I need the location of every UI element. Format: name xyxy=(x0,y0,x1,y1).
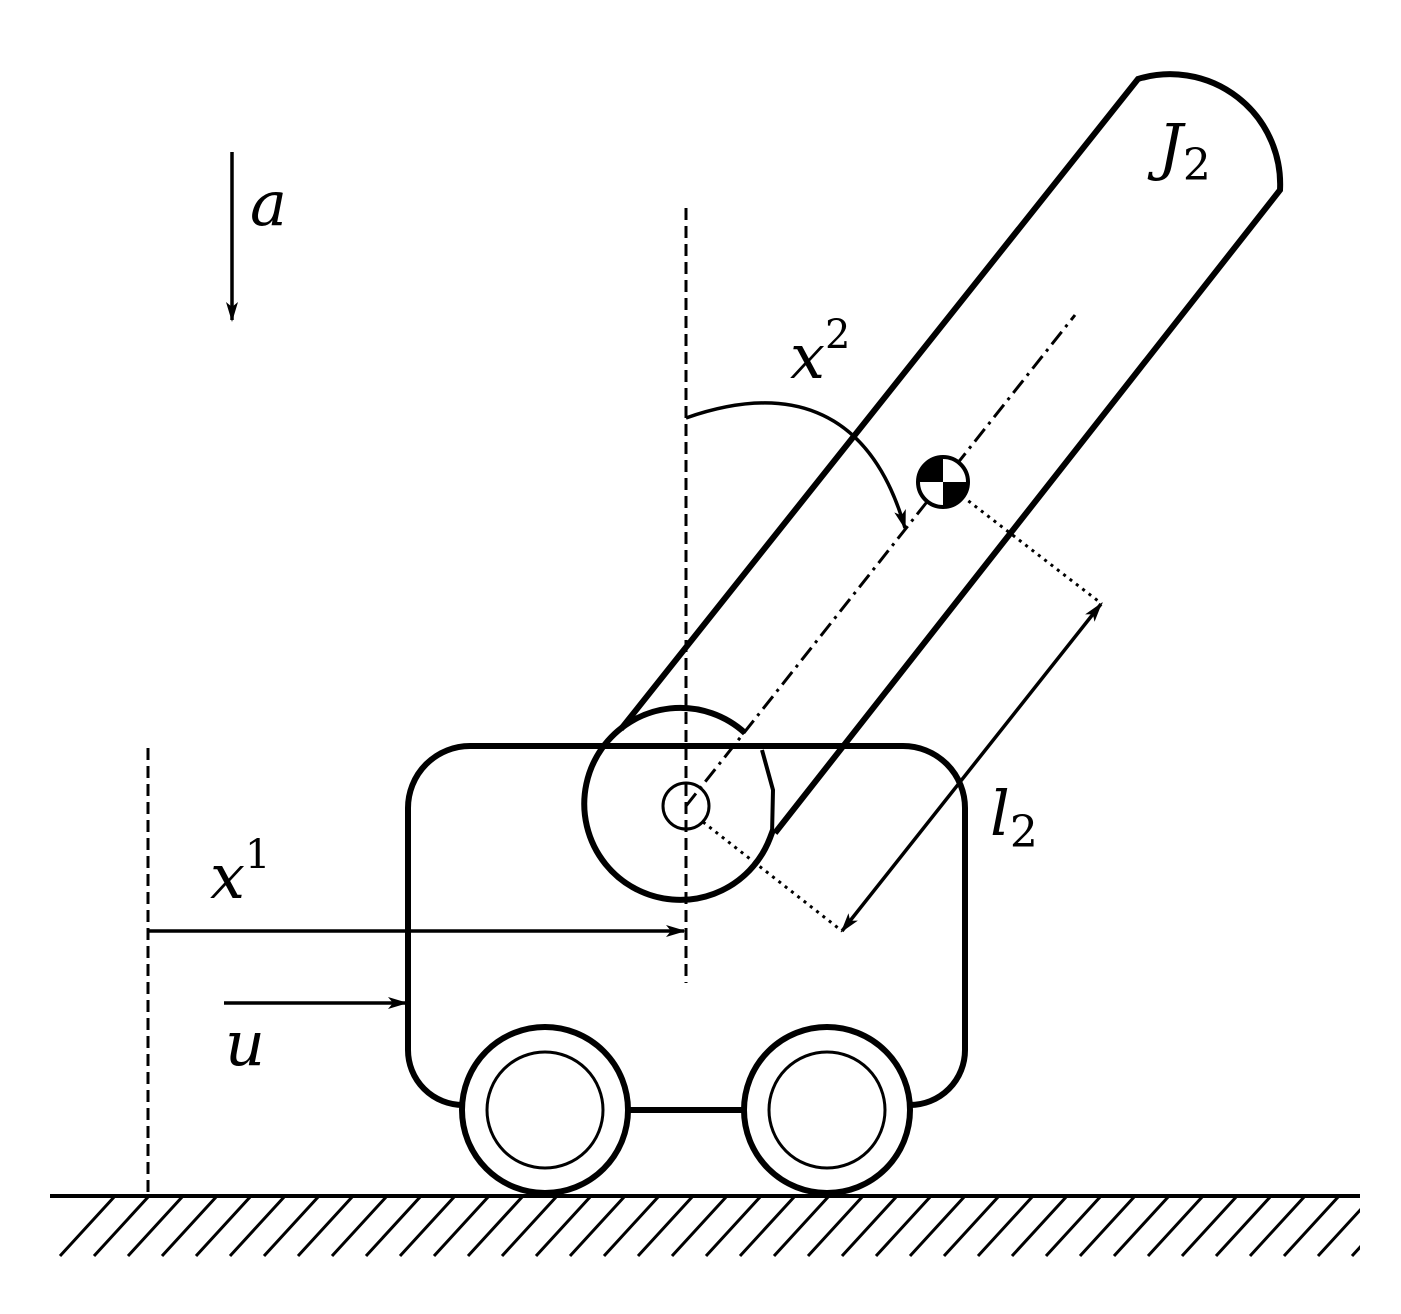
hatch-line xyxy=(92,1196,151,1258)
hatch-line xyxy=(1010,1196,1069,1258)
hatch-line xyxy=(874,1196,933,1258)
angle-arc xyxy=(685,401,907,530)
force-label: u xyxy=(225,1007,265,1080)
hatch-line xyxy=(1044,1196,1103,1258)
pendulum-link xyxy=(618,71,1284,835)
hatch-line xyxy=(636,1196,695,1258)
hatch-line xyxy=(1248,1196,1307,1258)
hatch-line xyxy=(1146,1196,1205,1258)
position-label: x1 xyxy=(210,832,270,913)
pivot-joint xyxy=(581,704,776,903)
hatch-line xyxy=(1282,1196,1341,1258)
hatch-line xyxy=(296,1196,355,1258)
hatch-line xyxy=(160,1196,219,1258)
hatch-line xyxy=(330,1196,389,1258)
hatch-line xyxy=(126,1196,185,1258)
pivot-joint-tick xyxy=(760,749,776,836)
hatch-line xyxy=(398,1196,457,1258)
hatch-line xyxy=(1386,1196,1401,1256)
link-center-line xyxy=(684,314,1077,807)
gravity-label: a xyxy=(250,167,287,240)
hatch-line xyxy=(194,1196,253,1258)
length-extension-top xyxy=(961,494,1103,606)
ground xyxy=(50,1194,1401,1258)
hatch-line xyxy=(1180,1196,1239,1258)
hatch-line xyxy=(466,1196,525,1258)
hatch-line xyxy=(262,1196,321,1258)
wheel-left xyxy=(459,1024,631,1196)
hatch-line xyxy=(908,1196,967,1258)
hatch-line xyxy=(976,1196,1035,1258)
cart-body xyxy=(405,743,968,1108)
hatch-line xyxy=(1214,1196,1273,1258)
hatch-line xyxy=(500,1196,559,1258)
hatch-line xyxy=(772,1196,831,1258)
hatch-line xyxy=(602,1196,661,1258)
wheel-right xyxy=(741,1024,913,1196)
length-label: l2 xyxy=(990,777,1038,858)
angle-label: x2 xyxy=(790,312,850,393)
hatch-line xyxy=(568,1196,627,1258)
hatch-line xyxy=(58,1196,117,1258)
ground-hatching xyxy=(58,1196,1401,1258)
center-of-mass-icon xyxy=(916,455,970,509)
hatch-line xyxy=(1112,1196,1171,1258)
hatch-line xyxy=(942,1196,1001,1258)
hatch-line xyxy=(806,1196,865,1258)
hatch-line xyxy=(670,1196,729,1258)
hatch-line xyxy=(1078,1196,1137,1258)
length-dimension-arrow xyxy=(840,602,1103,933)
hatch-line xyxy=(432,1196,491,1258)
hatch-line xyxy=(364,1196,423,1258)
inertia-label: J2 xyxy=(1147,110,1211,191)
hatch-line xyxy=(228,1196,287,1258)
hatch-line xyxy=(738,1196,797,1258)
hatch-line xyxy=(534,1196,593,1258)
length-extension-bottom xyxy=(702,820,843,933)
hatch-line xyxy=(1316,1207,1360,1258)
hatch-line xyxy=(704,1196,763,1258)
hatch-line xyxy=(1350,1245,1360,1258)
hatch-line xyxy=(840,1196,899,1258)
